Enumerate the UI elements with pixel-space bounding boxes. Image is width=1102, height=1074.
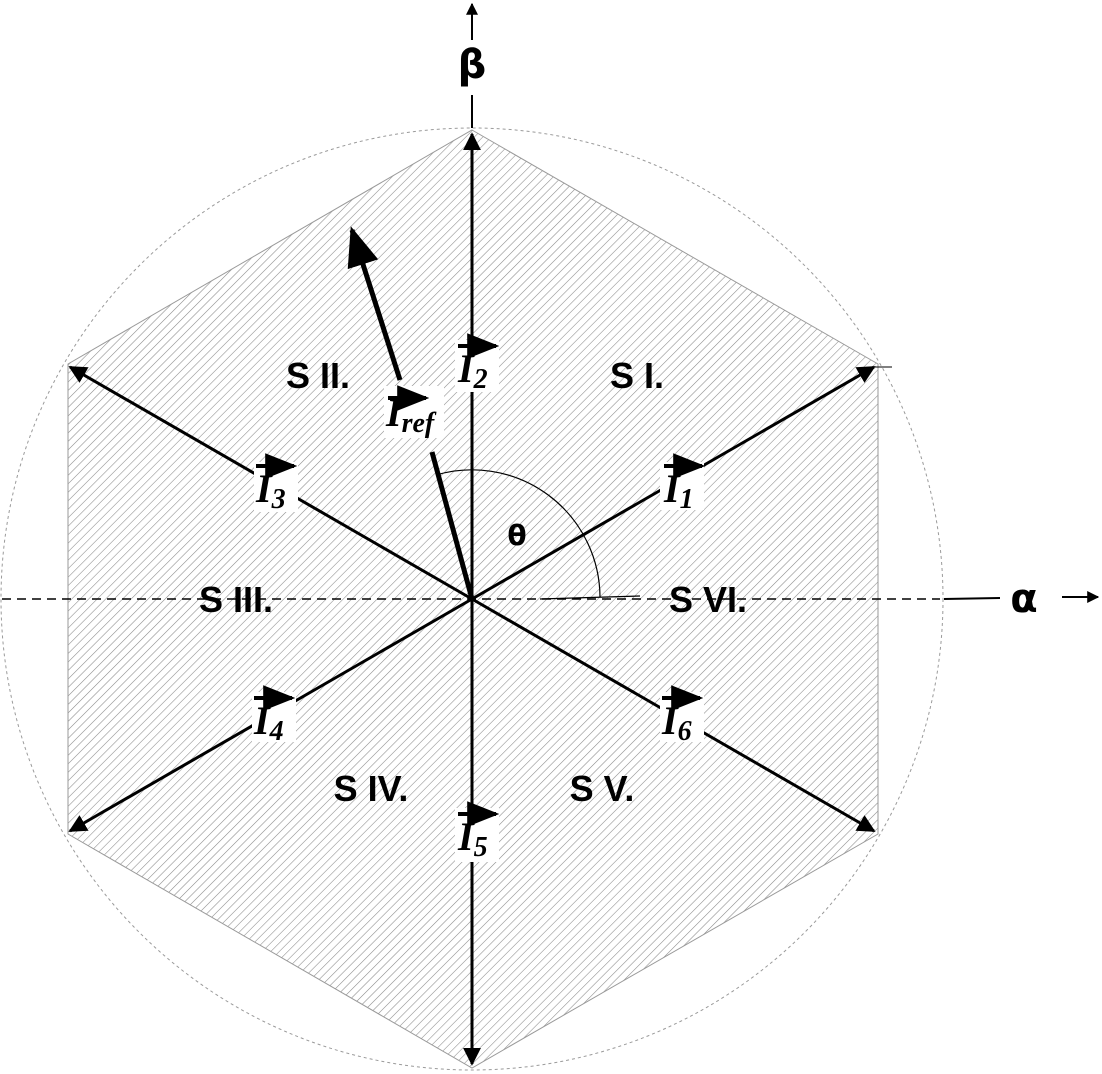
theta-baseline [539, 595, 641, 600]
sector-2-label: S II. [286, 355, 350, 396]
vector-3-label-group: I3 [254, 453, 298, 515]
alpha-axis-label: α [1010, 576, 1037, 622]
sector-6-label: S VI. [669, 579, 747, 620]
vector-1-label: I1 [663, 466, 694, 515]
vector-1-label-group: I1 [660, 453, 706, 515]
vector-6-label: I6 [661, 698, 692, 747]
theta-label: θ [507, 519, 526, 552]
vector-2-label: I2 [457, 346, 488, 395]
limit-circle [0, 127, 944, 1071]
beta-axis-label-group: β [446, 40, 498, 92]
vector-2-label-group: I2 [455, 333, 500, 395]
vector-5-label: I5 [457, 814, 488, 863]
vector-3-label: I3 [255, 466, 286, 515]
theta-arc [435, 469, 601, 598]
vector-4-label: I4 [253, 698, 284, 747]
vector-5-label-group: I5 [455, 801, 500, 863]
sector-5-label: S V. [570, 768, 635, 809]
reference-vector-label: Iref [385, 390, 437, 439]
reference-vector-label-group: Iref [384, 385, 444, 439]
beta-axis-label: β [458, 42, 487, 88]
reference-vector-upper [347, 226, 403, 381]
sector-4-label: S IV. [334, 768, 409, 809]
vector-6-label-group: I6 [660, 685, 704, 747]
vector-4-label-group: I4 [252, 685, 296, 747]
alpha-axis-arrow [943, 597, 1001, 600]
sector-3-label: S III. [199, 579, 273, 620]
reference-vector-line [429, 451, 475, 600]
alpha-axis-label-group: α [1000, 576, 1058, 622]
sector-1-label: S I. [610, 355, 664, 396]
